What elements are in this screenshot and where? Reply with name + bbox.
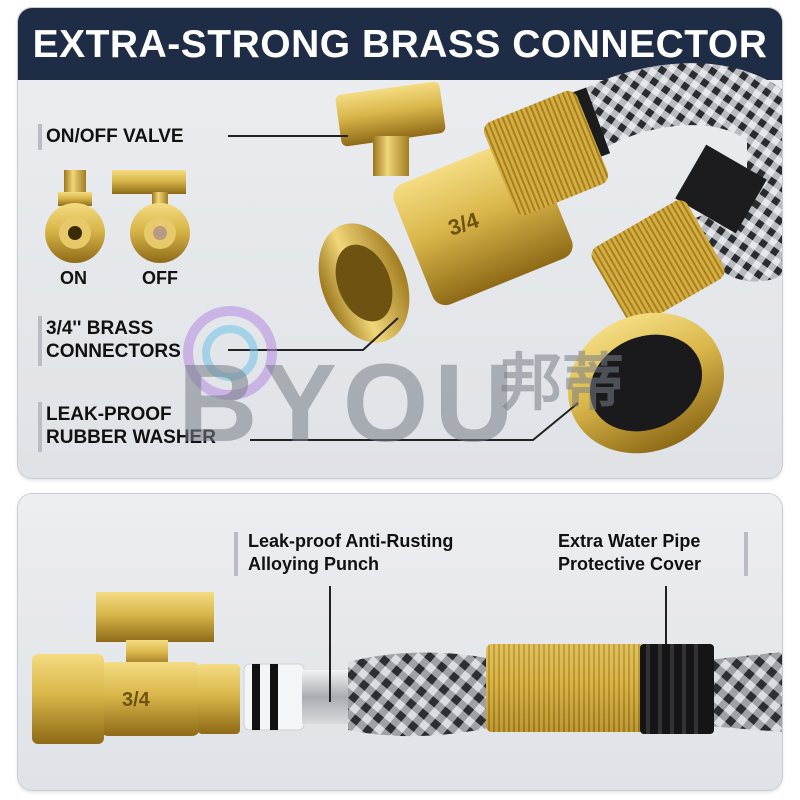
valve-assembly: 3/4	[318, 81, 609, 343]
watermark-cjk: 邦蒂	[500, 349, 625, 418]
female-connector	[568, 200, 725, 454]
knurled-sleeve-top	[483, 90, 609, 216]
valve-on-thumbnail	[45, 170, 105, 263]
callout-tick-washer	[38, 402, 42, 452]
bottom-valve: 3/4	[32, 592, 240, 744]
bottom-valve-body	[100, 662, 200, 736]
alloy-punch	[243, 663, 362, 731]
banner-title: EXTRA-STRONG BRASS CONNECTOR	[18, 8, 782, 80]
callout-cover: Extra Water Pipe Protective Cover	[558, 531, 702, 574]
callout-tick-punch	[234, 532, 238, 576]
knurled-sleeve-bottom	[591, 200, 725, 326]
callout-tick-cover	[744, 532, 748, 576]
o-ring-1	[252, 664, 260, 730]
hose-loop	[560, 63, 782, 282]
callout-connectors: 3/4'' BRASS CONNECTORS	[46, 318, 181, 362]
watermark-text: BYOU	[178, 342, 520, 465]
valve-off-thumbnail	[112, 170, 190, 263]
bottom-male-thread	[32, 654, 104, 744]
protective-cover	[640, 644, 714, 734]
watermark-logo	[183, 306, 277, 400]
hose-sleeve-black-2	[675, 144, 767, 234]
leader-washer	[250, 402, 579, 441]
bottom-hose	[348, 652, 498, 737]
callout-washer: LEAK-PROOF RUBBER WASHER	[46, 404, 216, 448]
bottom-illustration: 3/4	[32, 586, 782, 744]
o-ring-2	[270, 664, 278, 730]
callout-tick-connectors	[38, 316, 42, 366]
rubber-washer	[589, 334, 703, 432]
top-panel: EXTRA-STRONG BRASS CONNECTOR	[18, 8, 782, 478]
bottom-panel: 3/4 Leak-proof Anti-Rusting Alloying Pun…	[18, 494, 782, 790]
valve-off-label: OFF	[142, 268, 178, 288]
valve-on-label: ON	[60, 268, 87, 288]
callout-punch: Leak-proof Anti-Rusting Alloying Punch	[248, 531, 454, 574]
callout-valve: ON/OFF VALVE	[46, 126, 184, 147]
bottom-valve-handle	[96, 592, 214, 642]
valve-stem	[373, 136, 409, 176]
callout-tick-valve	[38, 124, 42, 150]
bottom-fitting-marking: 3/4	[122, 689, 151, 711]
top-illustration: 3/4	[45, 63, 782, 454]
valve-handle	[335, 81, 446, 147]
